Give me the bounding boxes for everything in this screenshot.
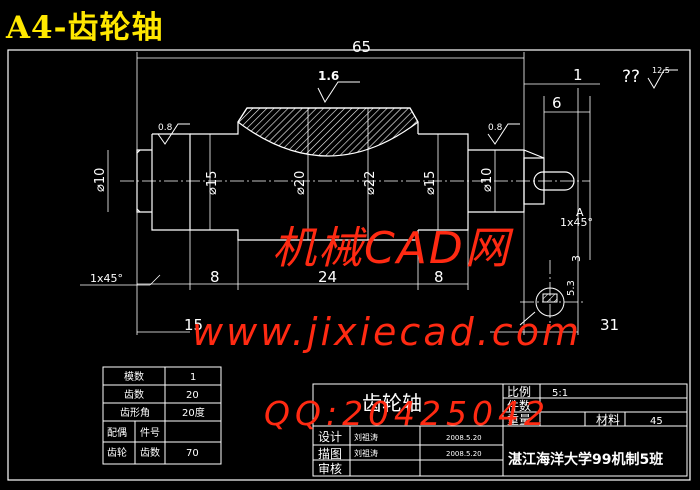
title-block: [312, 383, 688, 477]
section-label: A: [576, 206, 584, 219]
dim-dia-right-end: ⌀10: [480, 168, 495, 192]
dim-chamfer-left: 1x45°: [90, 272, 123, 285]
dim-chamfer-right: 1x45°: [560, 216, 593, 229]
gear-param-teeth-value: 20: [186, 390, 199, 401]
title-count-label: 件数: [507, 398, 531, 413]
dim-key-depth: 5.3: [566, 280, 577, 296]
title-design-date: 2008.5.20: [446, 434, 482, 442]
length-dimension-lines: [80, 52, 600, 335]
gear-mesh-teeth-label: 齿数: [140, 446, 160, 459]
dim-left-end-length: 15: [184, 316, 203, 334]
gear-mesh-label-1: 配偶: [107, 426, 127, 439]
sheet-border: [7, 49, 691, 481]
title-school: 湛江海洋大学99机制5班: [508, 451, 663, 468]
dim-dia-tip: ⌀22: [363, 171, 378, 195]
dim-dia-root: ⌀20: [293, 171, 308, 195]
title-draw-date: 2008.5.20: [446, 450, 482, 458]
roughness-corner-prefix: ??: [622, 67, 640, 87]
gear-mesh-label-2: 齿轮: [107, 446, 127, 459]
roughness-corner-value: 12.5: [652, 66, 670, 75]
dim-total-length: 65: [352, 38, 371, 56]
title-review-label: 审核: [318, 461, 342, 476]
title-scale-label: 比例: [507, 385, 531, 399]
roughness-left-value: 0.8: [158, 123, 173, 133]
watermark-site-name: 机械CAD网: [272, 223, 511, 274]
roughness-top-value: 1.6: [318, 69, 339, 83]
key-section: [519, 287, 565, 326]
roughness-right-value: 0.8: [488, 123, 503, 133]
dim-key-width: 3: [570, 255, 583, 262]
dim-dia-left-shoulder: ⌀15: [205, 171, 220, 195]
gear-param-teeth-label: 齿数: [124, 388, 144, 401]
dim-right-step: 1: [573, 66, 583, 84]
dim-right-end-length: 31: [600, 316, 619, 334]
gear-parameter-table: [102, 366, 222, 465]
shaft-outline: [136, 107, 575, 241]
watermark-qq: QQ:20425042: [264, 394, 551, 433]
dim-dia-left-end: ⌀10: [93, 168, 108, 192]
dim-keyway-length: 6: [552, 94, 562, 112]
dim-right-shoulder-length: 8: [434, 268, 444, 286]
drawing-heading: A4-齿轮轴: [6, 10, 164, 46]
roughness-symbols: [157, 69, 678, 145]
gear-param-module-label: 模数: [124, 370, 144, 383]
title-drafter: 刘祖涛: [354, 448, 378, 458]
watermark-url: www.jixiecad.com: [192, 310, 582, 354]
gear-param-module-value: 1: [190, 372, 196, 383]
gear-mesh-teeth-value: 70: [186, 448, 199, 459]
title-material-value: 45: [650, 416, 663, 427]
diameter-dimension-lines: [107, 108, 496, 240]
title-design-label: 设计: [318, 430, 342, 444]
dim-gear-length: 24: [318, 268, 337, 286]
title-part-name: 齿轮轴: [362, 391, 422, 415]
gear-section-hatch: [237, 107, 419, 157]
dim-dia-right-shoulder: ⌀15: [423, 171, 438, 195]
title-weight-label: 重量: [507, 413, 531, 427]
title-designer: 刘祖涛: [354, 432, 378, 442]
title-draw-label: 描图: [318, 447, 342, 461]
title-material-label: 材料: [596, 413, 620, 427]
title-scale-value: 5:1: [552, 388, 568, 399]
gear-param-angle-value: 20度: [182, 406, 205, 419]
gear-param-angle-label: 齿形角: [120, 407, 150, 419]
gear-part-no-label: 件号: [140, 427, 160, 439]
dim-left-shoulder-length: 8: [210, 268, 220, 286]
